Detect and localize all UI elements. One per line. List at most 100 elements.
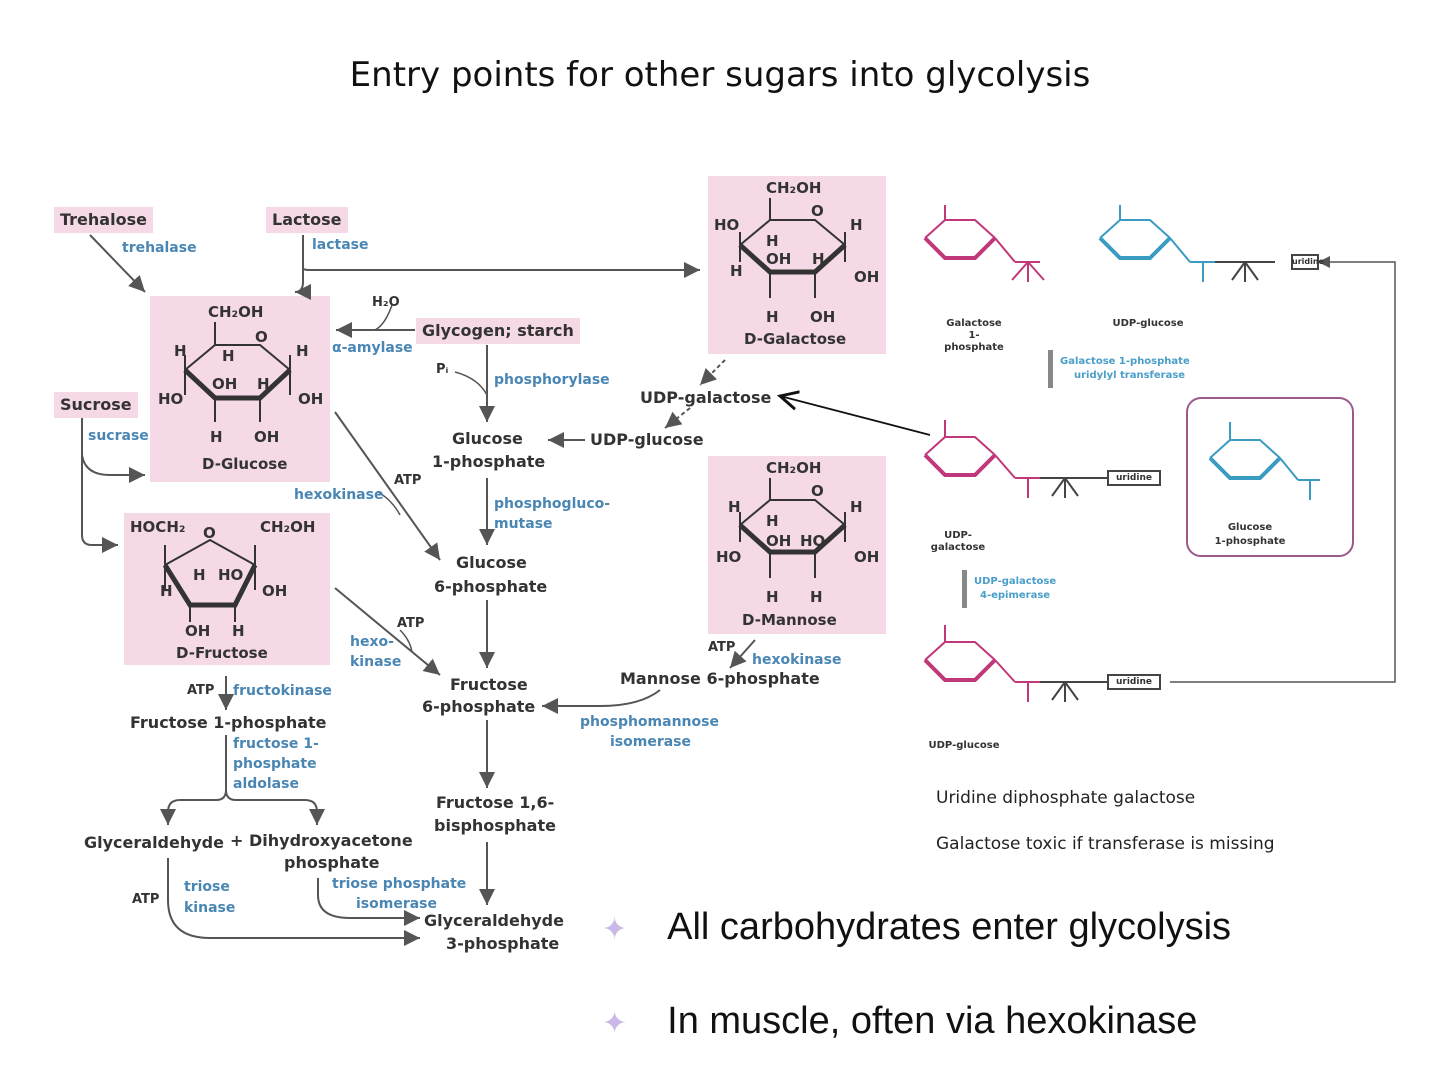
enzyme-phosphoglucomutase-2: mutase: [494, 516, 553, 532]
dhap-label-1: + Dihydroxyacetone: [230, 831, 413, 850]
mannose-ring-o: O: [811, 482, 824, 500]
enzyme-hexokinase-fru-2: kinase: [350, 654, 402, 670]
gal1p-structure: [923, 205, 1045, 282]
fructose-oh2: OH: [185, 622, 211, 640]
m6p-label: Mannose 6-phosphate: [620, 669, 820, 688]
enzyme-hexokinase-man: hexokinase: [752, 652, 842, 668]
bullet-1: ✦ All carbohydrates enter glycolysis: [602, 906, 1231, 949]
bullet-1-text: All carbohydrates enter glycolysis: [667, 906, 1232, 948]
enzyme-lactase: lactase: [312, 237, 369, 253]
water-label: H₂O: [372, 295, 400, 310]
mannose-h3: H: [850, 498, 863, 516]
udpglc-top-structure: [1098, 205, 1215, 282]
glycogen-label: Glycogen; starch: [416, 318, 580, 344]
atp-hexokinase-fru: ATP: [397, 616, 425, 631]
fructose-ho: HO: [218, 566, 244, 584]
galactose-oh3: OH: [810, 308, 836, 326]
glucose-h1: H: [174, 342, 187, 360]
galactose-ch2oh: CH₂OH: [766, 179, 822, 197]
glc1p-structure: [1208, 422, 1320, 500]
enzyme-triose-kinase-1: triose: [184, 879, 230, 895]
bullet-2: ✦ In muscle, often via hexokinase: [602, 1000, 1197, 1043]
fructose-h3: H: [232, 622, 245, 640]
uridine-tag-bottom: uridine: [1116, 677, 1152, 687]
enzyme-phosphoglucomutase-1: phosphogluco-: [494, 496, 611, 512]
mannose-h4: H: [766, 588, 779, 606]
g6p-label-1: Glucose: [456, 553, 527, 572]
mannose-oh1: OH: [766, 532, 792, 550]
arrow-mannose-m6p: [729, 639, 756, 669]
f6p-label-2: 6-phosphate: [422, 697, 536, 716]
fbp-label-2: bisphosphate: [434, 816, 556, 835]
atp-triose-kinase: ATP: [132, 892, 160, 907]
mannose-oh2: OH: [854, 548, 880, 566]
g1p-label-1: Glucose: [452, 429, 523, 448]
fructose-hoch2: HOCH₂: [130, 518, 186, 536]
lactose-label: Lactose: [266, 207, 348, 233]
gal1p-label-1: Galactose: [946, 318, 1002, 329]
uridine-tag-top: uridine: [1292, 257, 1324, 266]
mannose-ho2: HO: [716, 548, 742, 566]
mannose-structure: [738, 478, 847, 578]
enzyme-f1p-aldolase-2: phosphate: [233, 756, 317, 772]
glucose-oh2: OH: [298, 390, 324, 408]
enzyme-f1p-aldolase-3: aldolase: [233, 776, 299, 792]
arrow-hexokinase-fru: [334, 587, 441, 676]
udpglc-bottom-label: UDP-glucose: [928, 740, 1000, 751]
glucose-h3: H: [296, 342, 309, 360]
atp-fructokinase: ATP: [187, 683, 215, 698]
galactose-oh2: OH: [854, 268, 880, 286]
gap-label-2: 3-phosphate: [446, 934, 560, 953]
enzyme-pmi-2: isomerase: [610, 734, 692, 750]
glucose-h2: H: [222, 347, 235, 365]
epimerase-label-1: UDP-galactose: [974, 576, 1057, 587]
page-title: Entry points for other sugars into glyco…: [349, 55, 1091, 95]
bullet-2-text: In muscle, often via hexokinase: [667, 1000, 1198, 1042]
enzyme-hexokinase-glc: hexokinase: [294, 487, 384, 503]
transferase-label-2: uridylyl transferase: [1074, 370, 1186, 381]
udp-galactose-label: UDP-galactose: [640, 388, 772, 407]
mannose-label: D-Mannose: [742, 611, 837, 629]
enzyme-sucrase: sucrase: [88, 428, 149, 444]
arrow-udpgal-udpglc: [664, 407, 691, 429]
glucose-ch2oh: CH₂OH: [208, 303, 264, 321]
fructose-ring-o: O: [203, 524, 216, 542]
glucose-ho: HO: [158, 390, 184, 408]
fructose-label: D-Fructose: [176, 644, 268, 662]
fructose-h2: H: [193, 566, 206, 584]
arrow-sucrose-glucose: [81, 454, 145, 483]
glyceraldehyde-label: Glyceraldehyde: [84, 833, 224, 852]
glc1p-label-2: 1-phosphate: [1214, 536, 1286, 547]
udp-glucose-label: UDP-glucose: [590, 430, 704, 449]
fructose-box: [124, 513, 330, 665]
glucose-h4: H: [257, 375, 270, 393]
mannose-h2: H: [766, 512, 779, 530]
arrow-gal-udpgal: [699, 359, 726, 386]
galactose-h1: H: [766, 232, 779, 250]
enzyme-phosphorylase: phosphorylase: [494, 372, 610, 388]
bullet-mark-1: ✦: [602, 913, 628, 946]
enzyme-pmi-1: phosphomannose: [580, 714, 719, 730]
arrow-hexokinase-glc: [334, 411, 441, 561]
arrow-pmi: [542, 689, 661, 714]
enzyme-amylase: α-amylase: [332, 340, 413, 356]
galactose-h2: H: [850, 216, 863, 234]
galactose-oh1: OH: [766, 250, 792, 268]
arrow-trehalose: [89, 234, 146, 293]
atp-hexokinase-glc: ATP: [394, 473, 422, 488]
fructose-ch2oh: CH₂OH: [260, 518, 316, 536]
glucose-oh1: OH: [212, 375, 238, 393]
galactose-structure: [738, 198, 847, 298]
arrow-triose-kinase: [167, 858, 420, 946]
uridine-tag-mid: uridine: [1116, 473, 1152, 483]
bullet-mark-2: ✦: [602, 1007, 628, 1040]
enzyme-fructokinase: fructokinase: [233, 683, 332, 699]
note-line-2: Galactose toxic if transferase is missin…: [936, 834, 1275, 854]
loop-line: [1170, 256, 1396, 683]
mannose-h5: H: [810, 588, 823, 606]
note-line-1: Uridine diphosphate galactose: [936, 788, 1196, 808]
enzyme-trehalase: trehalase: [122, 240, 197, 256]
udpgal-structure: [923, 420, 1040, 498]
mannose-h1: H: [728, 498, 741, 516]
f1p-label: Fructose 1-phosphate: [130, 713, 327, 732]
